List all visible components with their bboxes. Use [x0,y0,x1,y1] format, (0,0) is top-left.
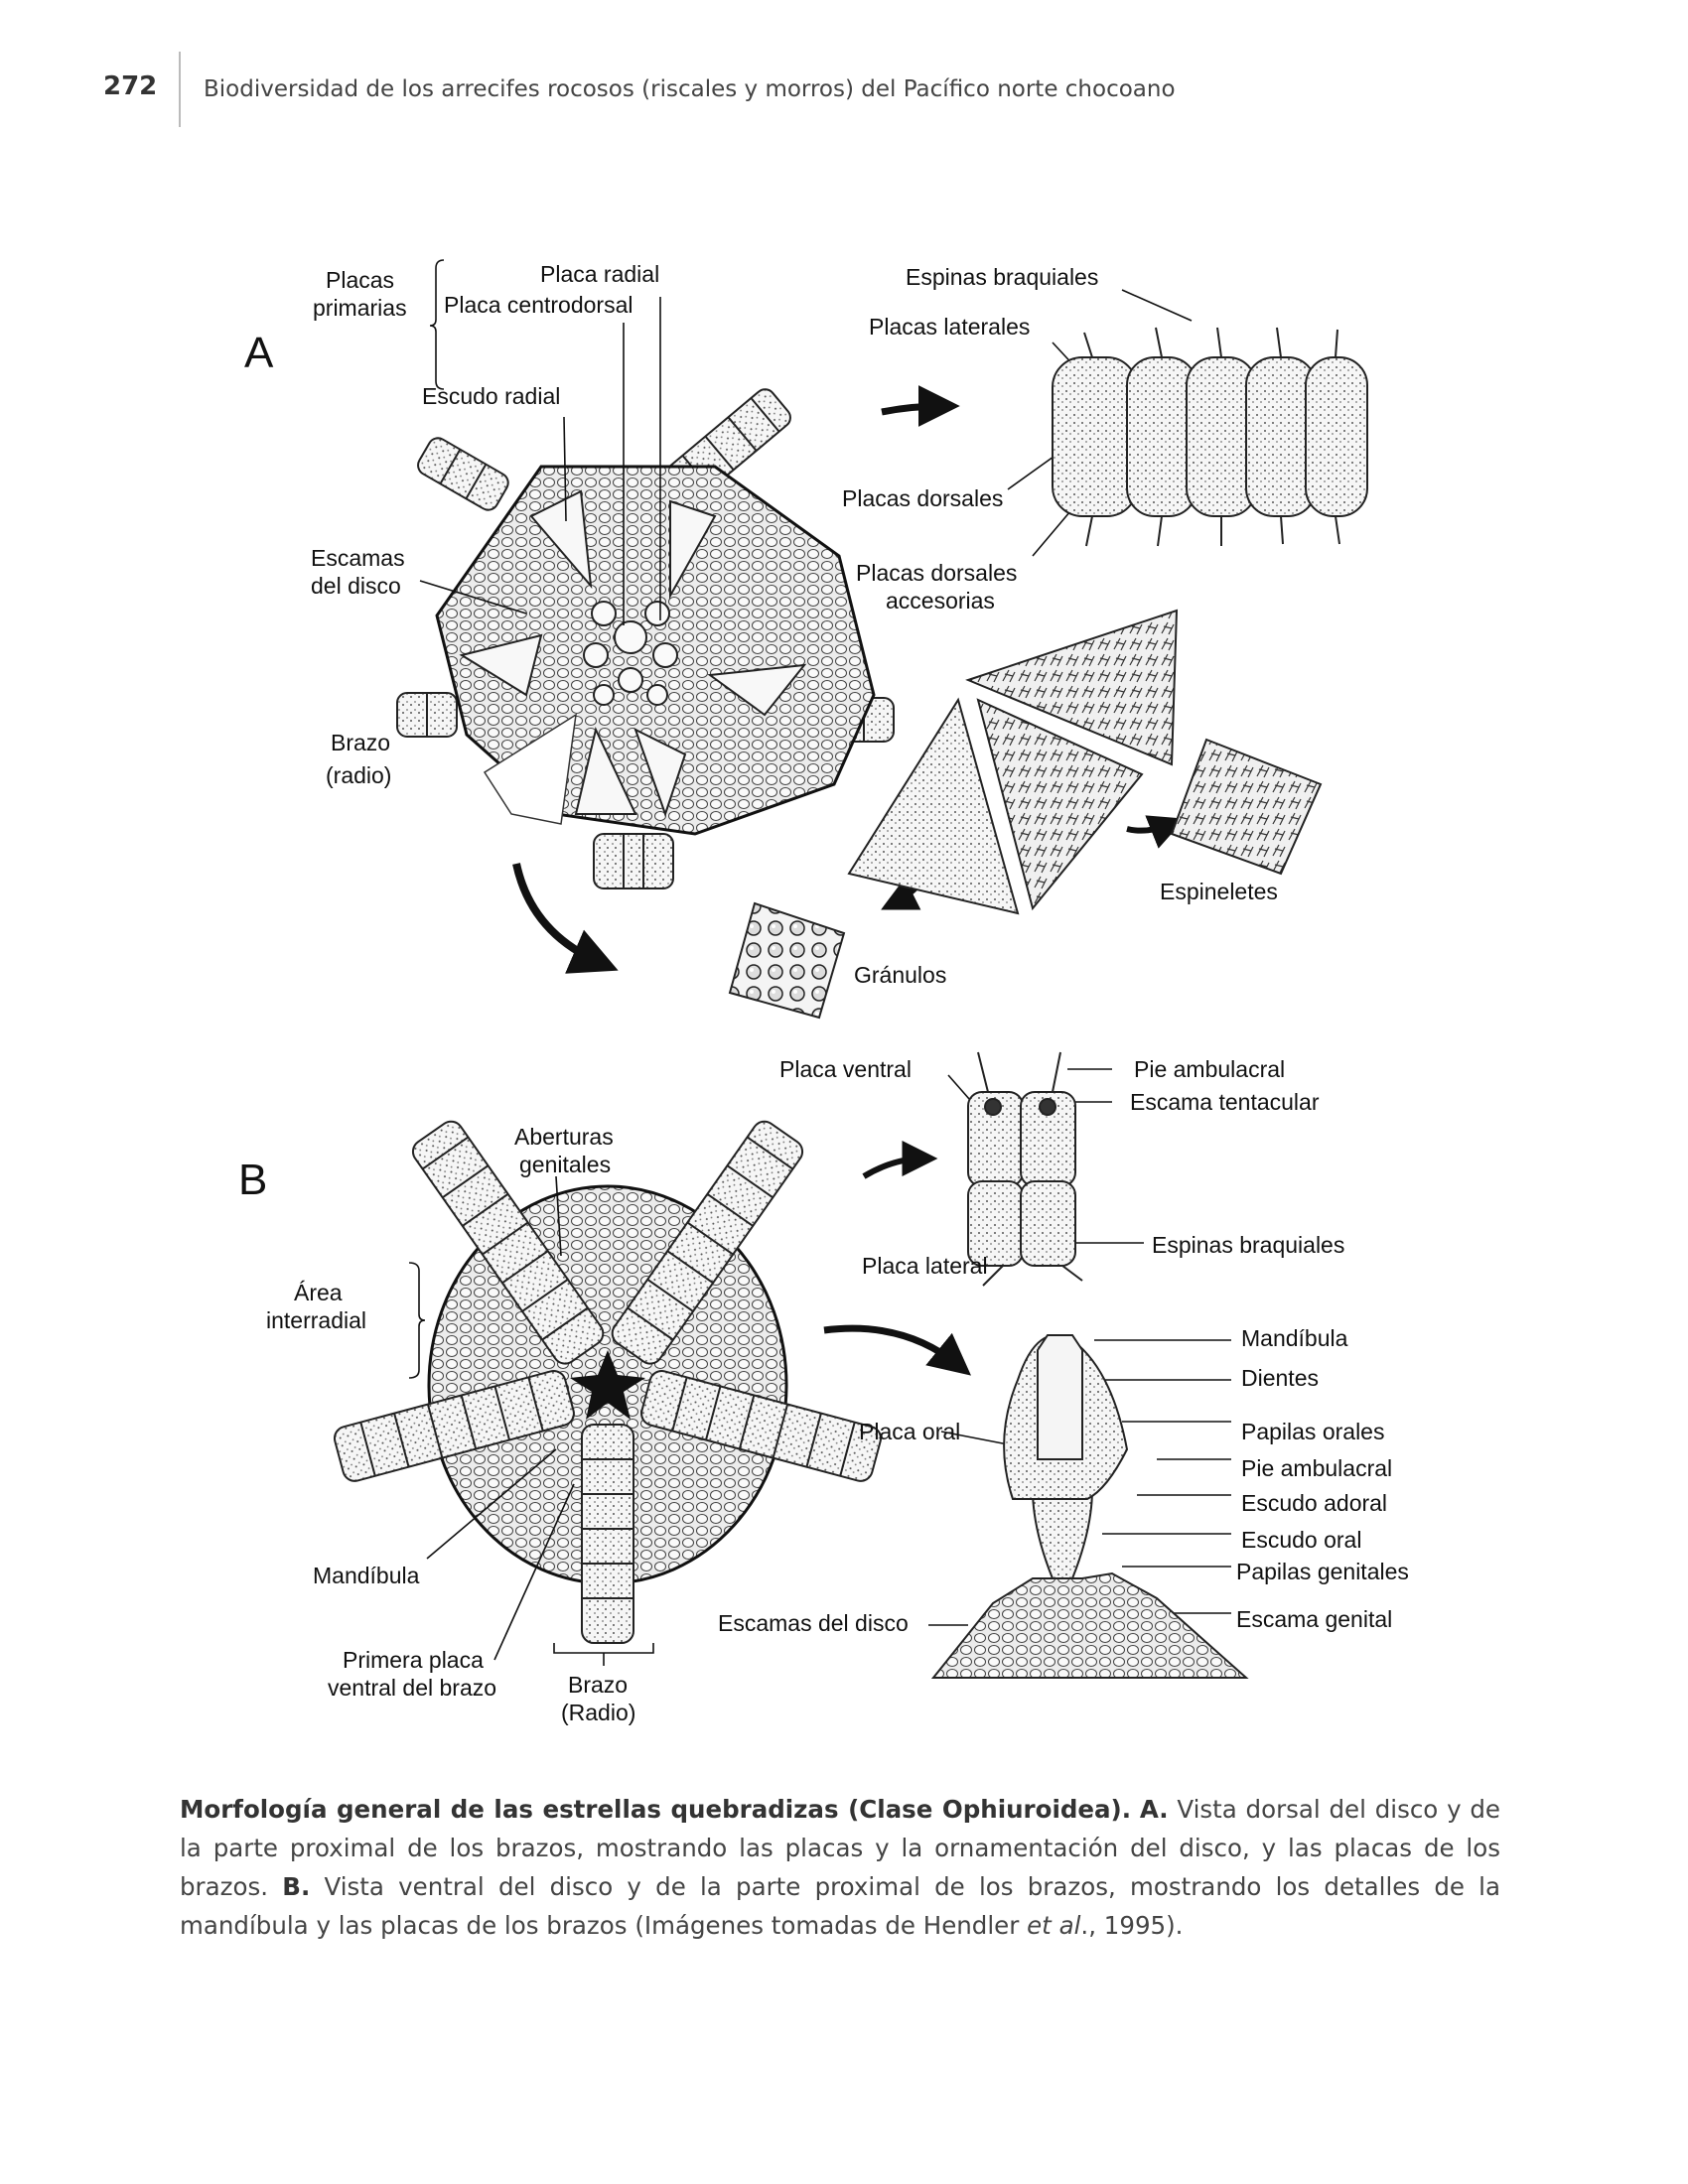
label-mandibula: Mandíbula [1241,1325,1348,1351]
label-placas-primarias: Placas [326,267,394,293]
arrow-mandible-icon [823,1324,972,1376]
arrow-espineletes-icon [1126,815,1186,849]
label-papilas-genitales: Papilas genitales [1236,1559,1409,1584]
label-pie-ambulacral-top: Pie ambulacral [1134,1056,1285,1082]
label-placas-primarias-2: primarias [313,295,407,321]
panel-a: A [244,259,1368,1020]
label-placas-dorsales-accesorias: Placas dorsales [856,560,1017,586]
arrow-right-icon [881,385,960,428]
label-espinas-braquiales-b: Espinas braquiales [1152,1232,1344,1258]
page-number: 272 [103,71,158,101]
label-placas-dorsales: Placas dorsales [842,485,1003,511]
label-area-2: interradial [266,1307,366,1333]
arrow-curved-icon [512,863,619,974]
label-escamas-disco-b: Escamas del disco [718,1610,909,1636]
mouth-star [570,1350,645,1420]
label-granulos: Gránulos [854,962,946,988]
label-placa-lateral: Placa lateral [862,1253,988,1279]
caption-end: ., 1995). [1080,1911,1184,1940]
label-brazo: Brazo [331,730,390,755]
label-espinas-braquiales: Espinas braquiales [906,264,1098,290]
header-divider [179,52,181,127]
panel-b: B [238,1051,1409,1725]
running-title: Biodiversidad de los arrecifes rocosos (… [204,76,1176,102]
caption-a-label: A. [1139,1795,1169,1824]
caption-b-label: B. [282,1872,311,1901]
label-brazo-b: Brazo [568,1672,628,1698]
label-escudo-adoral: Escudo adoral [1241,1490,1387,1516]
caption-title: Morfología general de las estrellas queb… [180,1795,1132,1824]
panel-a-letter: A [244,329,274,377]
panel-a-labels: Placas primarias Placa radial Placa cent… [311,261,1278,988]
label-aberturas-2: genitales [519,1152,611,1177]
label-radio-b: (Radio) [561,1700,635,1725]
caption-et-al: et al [1027,1911,1081,1940]
panel-b-letter: B [238,1156,267,1204]
label-placas-dorsales-accesorias-2: accesorias [886,588,995,614]
label-aberturas: Aberturas [514,1124,614,1150]
label-area: Área [294,1280,343,1305]
arm-plates-detail [1052,327,1368,547]
label-primera-placa-2: ventral del brazo [328,1675,496,1701]
label-escama-tentacular: Escama tentacular [1130,1089,1320,1115]
radial-shields [459,489,807,818]
label-espineletes: Espineletes [1160,879,1278,904]
label-escama-genital: Escama genital [1236,1606,1392,1632]
arrow-ventral-plate-icon [862,1141,938,1179]
label-placas-laterales: Placas laterales [869,314,1030,340]
ventral-arms [333,1120,883,1644]
jaw-detail [930,1334,1249,1679]
label-escamas-disco: Escamas [311,545,405,571]
label-escudo-radial: Escudo radial [422,383,560,409]
espineletes-inset [1170,738,1323,876]
label-placa-centrodorsal: Placa centrodorsal [444,292,633,318]
caption-b-text: Vista ventral del disco y de la parte pr… [180,1872,1500,1940]
disc-surface-detail [728,609,1323,1020]
label-escudo-oral: Escudo oral [1241,1527,1361,1553]
label-dientes: Dientes [1241,1365,1319,1391]
label-pie-ambulacral: Pie ambulacral [1241,1455,1392,1481]
label-placa-ventral: Placa ventral [779,1056,912,1082]
cutaway-sector [483,713,577,825]
panel-b-labels: Aberturas genitales Área interradial Man… [266,1056,1409,1725]
caption-a-text: Vista dorsal del disco y de la parte pro… [180,1795,1500,1901]
primary-plates [583,601,678,706]
label-radio: (radio) [326,762,391,788]
label-papilas-orales: Papilas orales [1241,1419,1384,1444]
panel-b-arrows [823,1141,972,1376]
label-primera-placa: Primera placa [343,1647,484,1673]
ventral-plate-detail [967,1051,1083,1287]
label-placa-radial: Placa radial [540,261,659,287]
granulos-inset [728,901,846,1020]
label-escamas-disco-2: del disco [311,573,401,599]
page-header: 272 Biodiversidad de los arrecifes rocos… [0,0,1688,139]
label-placa-oral: Placa oral [859,1419,960,1444]
label-mandibula-left: Mandíbula [313,1563,420,1588]
figure-caption: Morfología general de las estrellas queb… [180,1790,1500,1945]
dorsal-disc-arms [396,388,895,889]
ophiuroidea-figure: A [238,259,1409,1725]
